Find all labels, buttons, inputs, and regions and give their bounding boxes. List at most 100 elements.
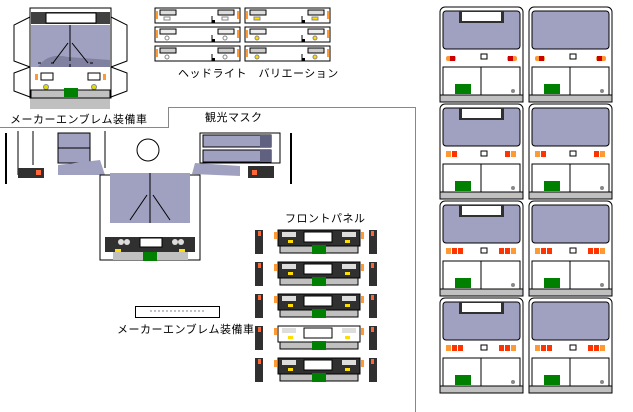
destination-window xyxy=(303,295,333,307)
rear-window xyxy=(531,107,610,147)
headlight-left xyxy=(282,264,296,269)
headlight-right xyxy=(342,264,356,269)
headlight-left xyxy=(282,232,296,237)
fog-lamp xyxy=(163,16,171,21)
license-plate xyxy=(544,84,560,94)
side-part-right xyxy=(369,262,377,286)
destination-sign xyxy=(462,206,501,215)
section-divider-h1 xyxy=(0,127,168,128)
tail-lamp xyxy=(541,248,546,254)
rear-view xyxy=(439,103,524,200)
destination-sign xyxy=(45,12,97,24)
tail-lamp xyxy=(505,345,510,351)
destination-window xyxy=(303,327,333,339)
license-plate xyxy=(312,245,326,254)
license-plate xyxy=(312,309,326,318)
destination-sign xyxy=(462,12,501,21)
tail-lamp xyxy=(541,345,546,351)
destination-sign xyxy=(462,109,501,118)
license-plate xyxy=(455,278,471,288)
tail-lamp xyxy=(446,345,451,351)
license-plate xyxy=(455,375,471,385)
rear-bumper xyxy=(439,191,524,200)
tail-lamp xyxy=(499,248,504,254)
tail-lamp xyxy=(505,248,510,254)
rear-view xyxy=(528,6,613,103)
license-plate xyxy=(544,375,560,385)
tail-lamp xyxy=(588,345,593,351)
rear-bumper xyxy=(439,288,524,297)
headlight-right xyxy=(342,232,356,237)
bus-front-sightseeing xyxy=(99,173,201,261)
fog-lamp xyxy=(253,16,261,21)
headlight-left xyxy=(40,72,54,81)
headlight-variant xyxy=(154,45,241,62)
headlight-right xyxy=(342,360,356,365)
label-front-panel: フロントパネル xyxy=(285,212,366,225)
front-panel xyxy=(255,229,377,254)
fog-lamp xyxy=(254,54,260,60)
tail-lamp xyxy=(547,248,552,254)
side-part-right xyxy=(369,294,377,318)
rear-window xyxy=(531,301,610,341)
rear-view xyxy=(439,200,524,297)
fog-lamp xyxy=(312,35,318,41)
tail-lamp xyxy=(452,151,457,157)
tail-lamp xyxy=(446,151,451,157)
rear-view xyxy=(528,297,613,394)
rear-bumper xyxy=(439,94,524,103)
fog-lamp xyxy=(254,35,260,41)
bus-front-emblem xyxy=(13,7,128,109)
license-plate xyxy=(312,341,326,350)
headlight-left xyxy=(282,360,296,365)
tail-lamp xyxy=(499,345,504,351)
headlight xyxy=(217,28,235,35)
headlight-left xyxy=(282,328,296,333)
headlight xyxy=(159,47,177,54)
rear-window xyxy=(531,204,610,244)
front-panel xyxy=(255,293,377,318)
license-plate xyxy=(455,84,471,94)
license-plate xyxy=(64,88,78,97)
headlight-right xyxy=(87,72,101,81)
tail-lamp xyxy=(511,151,516,157)
tail-lamp xyxy=(535,248,540,254)
side-part-left xyxy=(255,262,263,286)
headlight xyxy=(249,9,267,16)
fog-lamp xyxy=(312,54,318,60)
side-part-left xyxy=(255,326,263,350)
section-divider-v1 xyxy=(168,107,169,128)
tail-lamp xyxy=(594,151,599,157)
license-plate xyxy=(455,181,471,191)
tail-lamp xyxy=(541,151,546,157)
tail-lamp xyxy=(547,345,552,351)
side-part-left xyxy=(255,294,263,318)
headlight-variant xyxy=(244,45,331,62)
label-sightseeing-mask: 観光マスク xyxy=(205,111,263,124)
rear-bumper xyxy=(528,191,613,200)
tail-lamp xyxy=(594,248,599,254)
license-plate xyxy=(312,277,326,286)
tail-lamp xyxy=(452,248,457,254)
fog-lamp xyxy=(221,16,229,21)
rear-view xyxy=(528,200,613,297)
side-part-right xyxy=(369,230,377,254)
rear-bumper xyxy=(528,94,613,103)
rear-view xyxy=(439,297,524,394)
rear-bumper xyxy=(528,288,613,297)
side-part-left xyxy=(255,230,263,254)
side-part-right xyxy=(369,326,377,350)
license-plate xyxy=(544,278,560,288)
front-panel xyxy=(255,325,377,350)
tail-lamp xyxy=(535,151,540,157)
headlight-variant xyxy=(154,26,241,43)
headlight xyxy=(159,9,177,16)
tail-lamp xyxy=(600,248,605,254)
tail-lamp xyxy=(535,345,540,351)
tail-lamp xyxy=(446,248,451,254)
rear-window xyxy=(531,10,610,50)
rear-view-grid xyxy=(439,6,613,394)
front-panel xyxy=(255,261,377,286)
destination-window xyxy=(303,359,333,371)
tail-lamp xyxy=(600,345,605,351)
